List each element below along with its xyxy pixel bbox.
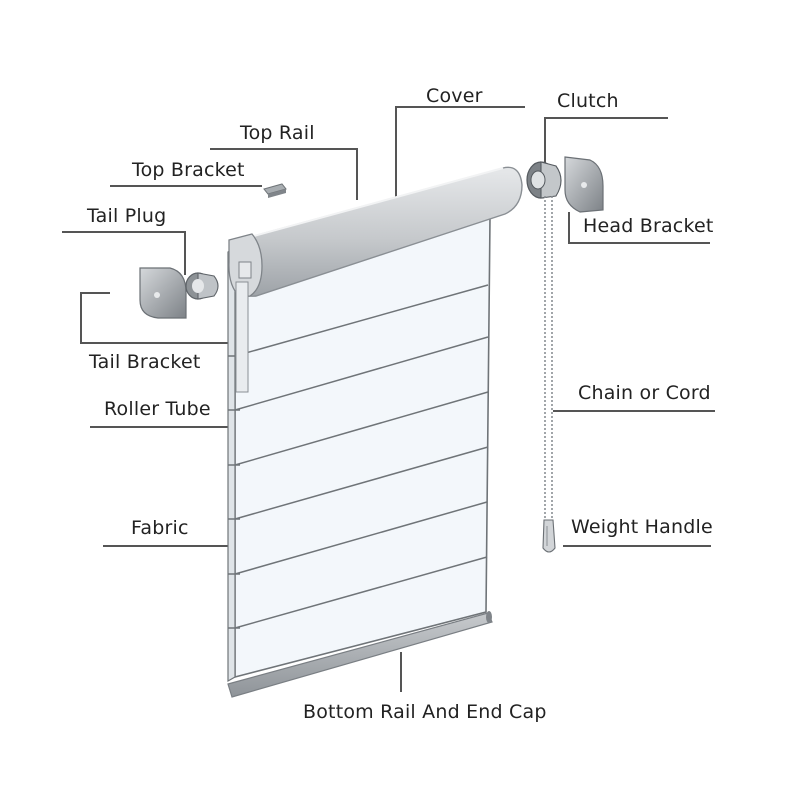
label-cover: Cover: [426, 85, 483, 107]
leader-tail-bracket: [80, 292, 238, 344]
leader-clutch: [544, 117, 668, 170]
leader-tail-plug: [62, 231, 186, 275]
leader-head-bracket: [568, 212, 710, 244]
leader-cover: [395, 106, 525, 212]
tail-bracket-part: [139, 267, 187, 319]
tail-plug-part: [185, 272, 219, 300]
label-chain-or-cord: Chain or Cord: [578, 382, 711, 404]
label-tail-plug: Tail Plug: [87, 205, 167, 227]
label-top-rail: Top Rail: [240, 122, 315, 144]
label-weight-handle: Weight Handle: [571, 516, 713, 538]
weight-handle-part: [542, 519, 556, 553]
label-clutch: Clutch: [557, 90, 619, 112]
label-fabric: Fabric: [131, 517, 189, 539]
bottom-rail: [227, 611, 493, 698]
top-bracket-part: [263, 183, 287, 198]
clutch-part: [526, 161, 562, 199]
label-bottom-rail: Bottom Rail And End Cap: [303, 701, 547, 723]
label-tail-bracket: Tail Bracket: [89, 351, 201, 373]
label-roller-tube: Roller Tube: [104, 398, 211, 420]
leader-top-rail: [210, 148, 358, 200]
label-head-bracket: Head Bracket: [583, 215, 714, 237]
head-bracket-part: [564, 156, 604, 213]
label-top-bracket: Top Bracket: [132, 159, 245, 181]
cover-rail: [228, 166, 523, 393]
chain-part: [544, 196, 553, 520]
